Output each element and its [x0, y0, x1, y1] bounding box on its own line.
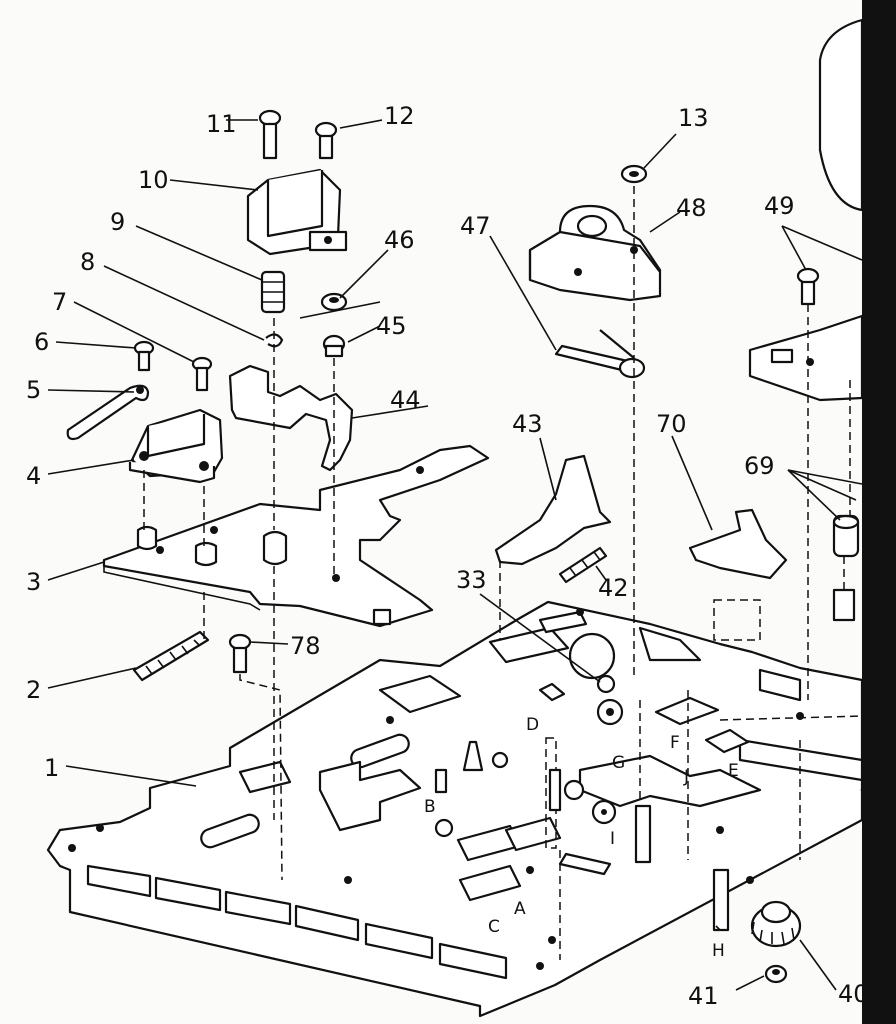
- ref-letter-c: C: [488, 917, 500, 937]
- callout-40: 40: [838, 980, 869, 1008]
- callout-13: 13: [678, 104, 709, 132]
- motor-housing: [818, 18, 864, 212]
- shaft: [634, 804, 652, 864]
- cutout: [238, 760, 292, 794]
- clip-e: [704, 728, 750, 754]
- cutout: [504, 816, 562, 852]
- cutout-j: [578, 754, 762, 808]
- screw-part-11: [258, 109, 282, 160]
- slot: [558, 852, 612, 876]
- right-mechanism: [748, 314, 864, 402]
- callout-46: 46: [384, 226, 415, 254]
- part-callouts: 11 12 10 9 8 7 6 5 4 3 2 1 78 13 48 47 4…: [26, 102, 869, 1010]
- post: [491, 751, 509, 769]
- oval-slot: [350, 733, 410, 769]
- relay-part-10: [246, 168, 348, 256]
- washer-part-41: [764, 964, 788, 984]
- cutout: [458, 864, 522, 902]
- callout-12: 12: [384, 102, 415, 130]
- callout-78: 78: [290, 632, 321, 660]
- bracket-part-44: [228, 364, 354, 472]
- callout-41: 41: [688, 982, 719, 1010]
- ref-letter-h: H: [712, 941, 725, 961]
- reference-letters: A B C D E F G H I J: [424, 715, 739, 961]
- spring-arm-part-47: [554, 329, 646, 379]
- callout-11: 11: [206, 110, 237, 138]
- cutout: [488, 626, 570, 664]
- cutout: [538, 610, 588, 634]
- spring-part-42: [558, 546, 608, 584]
- callout-42: 42: [598, 574, 629, 602]
- spacers-part-69: [832, 514, 860, 622]
- callout-47: 47: [460, 212, 491, 240]
- callout-1: 1: [44, 754, 59, 782]
- ref-letter-e: E: [728, 761, 739, 781]
- cutout: [738, 738, 864, 782]
- screw-part-7: [191, 356, 213, 392]
- callout-44: 44: [390, 386, 421, 414]
- shaft-h: [712, 868, 730, 932]
- callout-2: 2: [26, 676, 41, 704]
- callout-9: 9: [110, 208, 125, 236]
- screw-part-12: [314, 121, 338, 160]
- callout-70: 70: [656, 410, 687, 438]
- round-hole: [568, 632, 616, 680]
- callout-3: 3: [26, 568, 41, 596]
- callout-4: 4: [26, 462, 41, 490]
- post-b: [434, 818, 454, 838]
- callout-7: 7: [52, 288, 67, 316]
- screw-part-78: [228, 633, 252, 674]
- screw-part-6: [133, 340, 155, 372]
- post: [548, 768, 562, 812]
- callout-6: 6: [34, 328, 49, 356]
- callout-69: 69: [744, 452, 775, 480]
- callout-10: 10: [138, 166, 169, 194]
- washer-part-13: [620, 164, 648, 184]
- ref-letter-i: I: [610, 829, 615, 849]
- bracket-part-70: [688, 508, 788, 580]
- ref-letter-f: F: [670, 733, 680, 753]
- cutout: [638, 626, 702, 662]
- oval-slot: [200, 813, 260, 849]
- clip-f: [654, 696, 720, 726]
- bracket-part-48: [528, 204, 662, 302]
- pin: [434, 768, 448, 794]
- callout-49: 49: [764, 192, 795, 220]
- ref-letter-d: D: [526, 715, 539, 735]
- cross-cutout: [318, 760, 422, 832]
- cutout: [378, 674, 462, 714]
- lever-part-43: [494, 454, 612, 566]
- spring-part-9: [260, 270, 286, 314]
- washer: [596, 674, 616, 694]
- solenoid-part-4: [128, 408, 224, 484]
- screw-part-49: [796, 267, 820, 306]
- callout-33: 33: [456, 566, 487, 594]
- post: [563, 779, 585, 801]
- nut-part-45: [322, 334, 346, 358]
- scan-edge: [862, 0, 896, 1024]
- cutout: [758, 668, 802, 702]
- clip-d: [538, 682, 566, 702]
- main-chassis-plate: [46, 600, 864, 1018]
- spring-part-2: [132, 630, 210, 682]
- callout-5: 5: [26, 376, 41, 404]
- callout-8: 8: [80, 248, 95, 276]
- ref-letter-j: J: [683, 767, 689, 787]
- ref-letter-b: B: [424, 797, 436, 817]
- callout-45: 45: [376, 312, 407, 340]
- callout-48: 48: [676, 194, 707, 222]
- front-slot-row: [86, 864, 508, 980]
- gear-part-40: [750, 900, 802, 948]
- ref-letter-g: G: [612, 753, 625, 773]
- leader-lines: [47, 119, 863, 991]
- lever-part-5: [66, 384, 150, 441]
- callout-43: 43: [512, 410, 543, 438]
- ref-letter-a: A: [514, 899, 526, 919]
- post: [462, 740, 484, 772]
- assembly-guide-lines: [143, 186, 863, 960]
